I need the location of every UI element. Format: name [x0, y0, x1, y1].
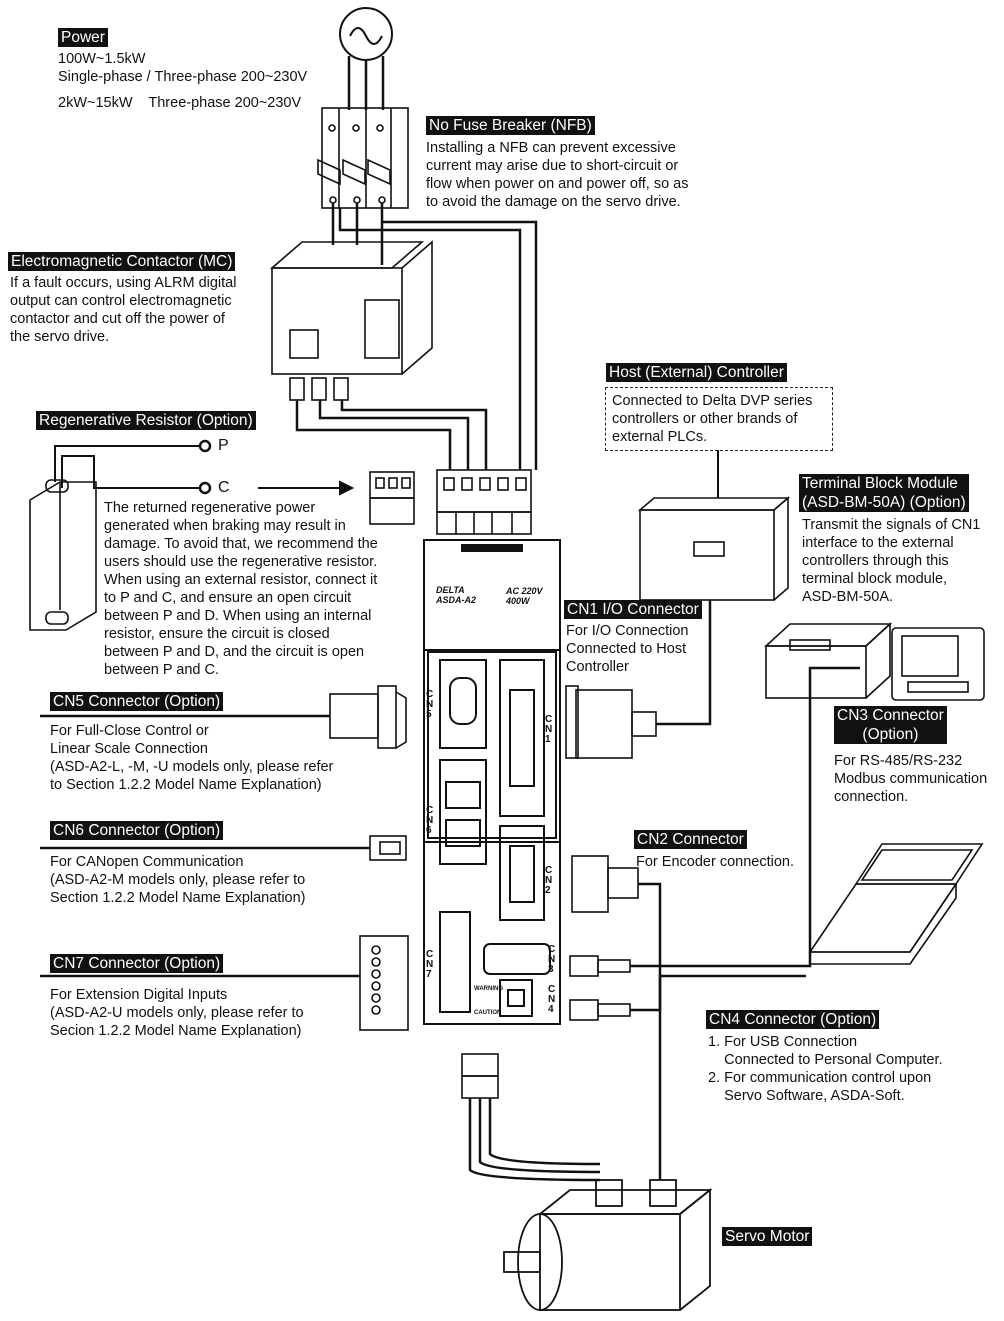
drive-rating: AC 220V 400W: [506, 586, 543, 606]
drive-port-cn2: CN2: [545, 865, 553, 896]
regen-p-label: P: [218, 437, 229, 454]
regen-resistor-icon: [29, 479, 97, 631]
cn3-description: For RS-485/RS-232 Modbus communication c…: [834, 753, 988, 805]
drive-caution-label: CAUTION: [474, 1010, 502, 1016]
cn3-title: CN3 Connector (Option): [834, 706, 947, 744]
drive-port-cn6: CN6: [426, 805, 434, 836]
host-controller-title: Host (External) Controller: [606, 363, 787, 382]
cn4-title: CN4 Connector (Option): [706, 1010, 880, 1029]
regen-description: The returned regenerative power generate…: [104, 500, 378, 678]
drive-logo: DELTA: [436, 585, 465, 595]
power-line-3: 2kW~15kW Three-phase 200~230V: [58, 95, 302, 111]
cn1-description: For I/O Connection Connected to Host Con…: [566, 623, 689, 675]
mc-contactor-icon: [269, 240, 433, 401]
drive-port-cn7: CN7: [426, 949, 434, 980]
terminal-block-description: Transmit the signals of CN1 interface to…: [802, 517, 981, 605]
cn1-plug-icon: [565, 685, 657, 759]
servo-motor-icon: [503, 1179, 713, 1311]
cn2-title: CN2 Connector: [634, 830, 747, 849]
power-title: Power: [58, 28, 108, 47]
cn2-plug-icon: [571, 855, 639, 913]
cn7-description: For Extension Digital Inputs (ASD-A2-U m…: [50, 987, 304, 1039]
nfb-description: Installing a NFB can prevent excessive c…: [426, 140, 689, 210]
power-line-1: 100W~1.5kW: [58, 51, 146, 67]
svg-text:ASDA-A2: ASDA-A2: [435, 595, 476, 605]
nfb-breaker-icon: [317, 107, 409, 209]
drive-port-cn5: CN5: [426, 689, 434, 720]
cn4-description: 1. For USB Connection Connected to Perso…: [708, 1034, 943, 1104]
cn5-title: CN5 Connector (Option): [50, 692, 224, 711]
motor-power-plug-icon: [461, 1053, 499, 1099]
servo-motor-title: Servo Motor: [722, 1227, 813, 1246]
drive-port-cn4: CN4: [548, 984, 556, 1015]
plc-controller-icon: [763, 622, 893, 699]
mc-description: If a fault occurs, using ALRM digital ou…: [10, 275, 237, 345]
cn7-title: CN7 Connector (Option): [50, 954, 224, 973]
hmi-panel-icon: [891, 627, 985, 701]
mc-title: Electromagnetic Contactor (MC): [8, 252, 236, 271]
host-controller-description: Connected to Delta DVP series controller…: [612, 393, 813, 445]
drive-port-cn1: CN1: [545, 714, 553, 745]
ac-source-icon: [339, 7, 393, 61]
cn2-description: For Encoder connection.: [636, 854, 794, 870]
terminal-block-module-icon: [637, 496, 791, 601]
regen-title: Regenerative Resistor (Option): [36, 411, 256, 430]
power-line-2: Single-phase / Three-phase 200~230V: [58, 69, 308, 85]
nfb-title: No Fuse Breaker (NFB): [426, 116, 595, 135]
cn3-plug-icon: [569, 955, 631, 977]
terminal-block-title: Terminal Block Module (ASD-BM-50A) (Opti…: [799, 474, 969, 512]
cn5-description: For Full-Close Control or Linear Scale C…: [50, 723, 334, 793]
host-controller-box: [605, 387, 833, 451]
cn1-title: CN1 I/O Connector: [564, 600, 702, 619]
drive-warning-label: WARNING: [474, 986, 503, 992]
cn6-description: For CANopen Communication (ASD-A2-M mode…: [50, 854, 306, 906]
cn7-plug-icon: [359, 935, 409, 1031]
cn5-plug-icon: [329, 685, 407, 749]
servo-drive-body: [423, 539, 561, 1017]
cn6-plug-icon: [369, 835, 407, 861]
power-terminal-plug-icon: [436, 469, 532, 535]
cn6-title: CN6 Connector (Option): [50, 821, 224, 840]
regen-terminal-plug-icon: [369, 471, 415, 525]
regen-c-label: C: [218, 479, 230, 496]
cn4-plug-icon: [569, 999, 631, 1021]
drive-port-cn3: CN3: [548, 944, 556, 975]
laptop-computer-icon: [808, 843, 984, 965]
